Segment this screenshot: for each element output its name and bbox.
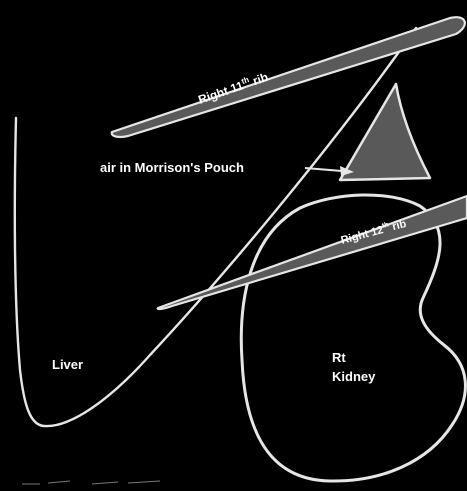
liver-label: Liver (52, 357, 83, 372)
air-label: air in Morrison's Pouch (100, 160, 244, 175)
kidney-label-line1: Rt (332, 350, 346, 365)
kidney-label-line2: Kidney (332, 369, 376, 384)
